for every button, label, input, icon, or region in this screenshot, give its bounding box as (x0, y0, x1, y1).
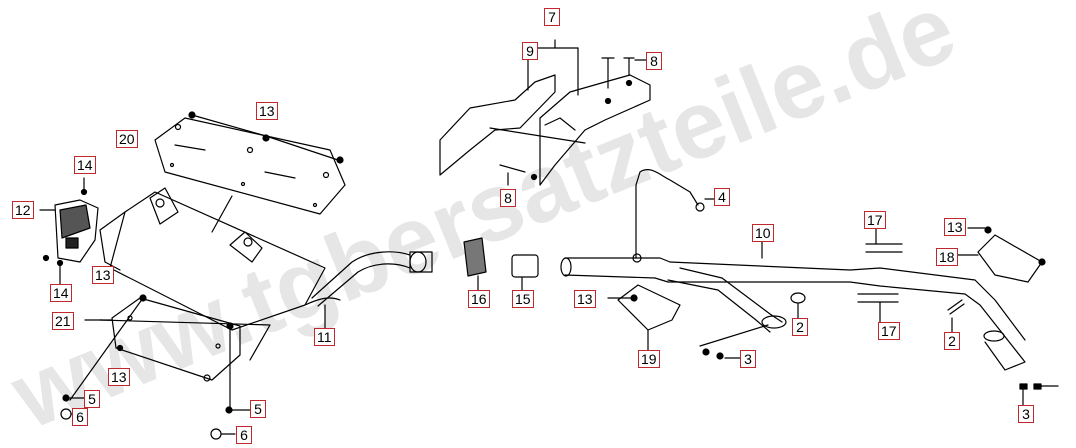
callout-21[interactable]: 21 (52, 312, 74, 330)
pipe-clamps (857, 227, 903, 323)
callout-14-bottom[interactable]: 14 (50, 284, 72, 302)
muffler-bracket (439, 39, 651, 186)
front-exhaust-pipe (560, 184, 1026, 371)
callout-9[interactable]: 9 (522, 42, 538, 60)
callout-13-low[interactable]: 13 (108, 368, 130, 386)
muffler-end-cap (39, 177, 99, 286)
callout-6-left[interactable]: 6 (72, 408, 88, 426)
callout-17-top[interactable]: 17 (864, 211, 886, 229)
callout-2-right[interactable]: 2 (944, 332, 960, 350)
gasket-ring (511, 254, 539, 291)
callout-18[interactable]: 18 (936, 248, 958, 266)
callout-11[interactable]: 11 (314, 328, 335, 346)
callout-13-top[interactable]: 13 (256, 102, 278, 120)
callout-12[interactable]: 12 (12, 201, 34, 219)
link-pipe (311, 251, 433, 329)
callout-5-right[interactable]: 5 (250, 400, 266, 418)
callout-10[interactable]: 10 (752, 224, 774, 242)
callout-13-mid[interactable]: 13 (92, 266, 114, 284)
pipe-heat-guard (607, 284, 681, 351)
callout-7[interactable]: 7 (544, 8, 560, 26)
clamp (463, 237, 487, 291)
callout-6-right[interactable]: 6 (236, 426, 252, 444)
callout-15[interactable]: 15 (512, 290, 534, 308)
callout-2-left[interactable]: 2 (792, 318, 808, 336)
bracket-bolts (499, 57, 647, 186)
lower-heat-shield (60, 294, 271, 440)
upper-heat-shield (154, 111, 346, 233)
callout-3-right[interactable]: 3 (1018, 405, 1034, 423)
callout-8-bottom[interactable]: 8 (500, 189, 516, 207)
callout-17-bottom[interactable]: 17 (878, 322, 900, 340)
oxygen-sensor (635, 168, 715, 212)
callout-13-pipe[interactable]: 13 (574, 290, 596, 308)
callout-20[interactable]: 20 (116, 130, 138, 148)
callout-3-left[interactable]: 3 (740, 350, 756, 368)
callout-8-top[interactable]: 8 (646, 52, 662, 70)
exhaust-gaskets (790, 292, 1005, 342)
callout-13-right[interactable]: 13 (944, 218, 966, 236)
callout-4[interactable]: 4 (714, 188, 730, 206)
callout-19[interactable]: 19 (638, 350, 660, 368)
header-heat-guard (957, 226, 1046, 283)
callout-14-top[interactable]: 14 (74, 156, 96, 174)
exhaust-nuts (699, 324, 1059, 406)
callout-5-left[interactable]: 5 (84, 390, 100, 408)
callout-16[interactable]: 16 (468, 290, 490, 308)
